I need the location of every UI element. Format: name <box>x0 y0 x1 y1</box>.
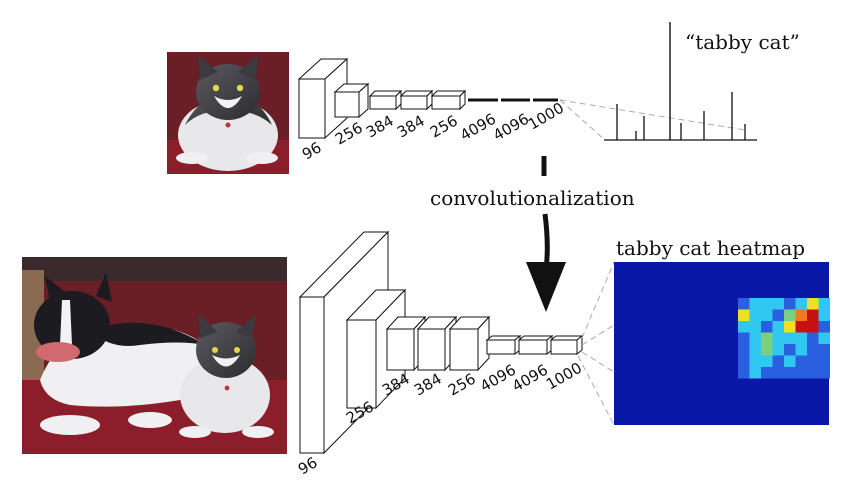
heatmap-cell <box>738 367 750 379</box>
top-layer-label-384b: 384 <box>394 112 428 142</box>
bottom-layer-box-256b <box>448 315 491 372</box>
heatmap-cell <box>772 332 784 344</box>
heatmap-cell <box>795 321 807 333</box>
tabby-cat-heatmap <box>614 262 830 425</box>
heatmap-cell <box>761 344 773 356</box>
heatmap-cell <box>738 321 750 333</box>
bottom-layer-label-1000: 1000 <box>543 359 585 394</box>
heatmap-cell <box>784 344 796 356</box>
heatmap-cell <box>795 367 807 379</box>
heatmap-cell <box>807 309 819 321</box>
bottom-layer-label-96: 96 <box>295 453 321 478</box>
heatmap-cell <box>807 367 819 379</box>
heatmap-cell <box>749 332 761 344</box>
heatmap-cell <box>818 367 830 379</box>
heatmap-cell <box>761 332 773 344</box>
bottom-layer-box-4096b <box>517 334 554 356</box>
heatmap-cell <box>784 321 796 333</box>
heatmap-cell <box>749 355 761 367</box>
top-layer-box-256 <box>333 82 370 119</box>
heatmap-cell <box>795 355 807 367</box>
heatmap-cell <box>818 332 830 344</box>
class-score-histogram <box>604 22 757 141</box>
bottom-layer-box-1000 <box>549 334 584 356</box>
heatmap-cell <box>749 321 761 333</box>
heatmap-cell <box>761 355 773 367</box>
heatmap-cell <box>807 298 819 310</box>
heatmap-cell <box>795 344 807 356</box>
heatmap-cell <box>738 309 750 321</box>
heatmap-cell <box>818 355 830 367</box>
heatmap-cell <box>749 367 761 379</box>
output-label: “tabby cat” <box>685 30 800 54</box>
tabby-cat-photo <box>167 52 289 174</box>
top-layer-label-384a: 384 <box>363 112 397 142</box>
top-layer-label-96: 96 <box>299 138 325 163</box>
heatmap-title: tabby cat heatmap <box>616 236 806 260</box>
heatmap-cell <box>795 298 807 310</box>
dog-and-cat-photo <box>22 257 287 454</box>
top-layer-label-4096b: 4096 <box>490 110 532 145</box>
heatmap-cell <box>795 332 807 344</box>
heatmap-cell <box>772 298 784 310</box>
convolutionalization-arrow <box>526 156 566 312</box>
top-layer-box-384b <box>399 89 434 111</box>
heatmap-cell <box>818 344 830 356</box>
heatmap-cell <box>738 298 750 310</box>
heatmap-cell <box>749 309 761 321</box>
heatmap-cell <box>772 321 784 333</box>
heatmap-cell <box>784 367 796 379</box>
bottom-layer-box-384b <box>416 315 458 372</box>
heatmap-cell <box>784 332 796 344</box>
heatmap-cell <box>738 344 750 356</box>
heatmap-cell <box>807 321 819 333</box>
bottom-network: 96 256 384 384 256 4096 4096 1000 <box>295 230 615 478</box>
top-network: 96 256 384 384 256 4096 4096 1000 <box>297 57 746 163</box>
bottom-layer-box-4096a <box>485 334 522 356</box>
top-layer-label-1000: 1000 <box>525 99 567 134</box>
heatmap-cell <box>772 367 784 379</box>
heatmap-cell <box>761 309 773 321</box>
heatmap-cell <box>818 321 830 333</box>
heatmap-cell <box>807 355 819 367</box>
heatmap-cell <box>738 332 750 344</box>
heatmap-cell <box>749 344 761 356</box>
heatmap-cell <box>738 355 750 367</box>
heatmap-cell <box>818 309 830 321</box>
heatmap-cell <box>784 309 796 321</box>
heatmap-cell <box>749 298 761 310</box>
bottom-layer-label-384b: 384 <box>411 370 445 400</box>
convolutionalization-label: convolutionalization <box>430 186 635 210</box>
heatmap-cell <box>772 309 784 321</box>
heatmap-cell <box>784 298 796 310</box>
heatmap-cell <box>772 355 784 367</box>
heatmap-cell <box>761 298 773 310</box>
heatmap-cell <box>761 321 773 333</box>
heatmap-cell <box>807 344 819 356</box>
heatmap-cell <box>818 298 830 310</box>
heatmap-cell <box>784 355 796 367</box>
top-layer-label-256b: 256 <box>427 112 461 142</box>
bottom-layer-label-256b: 256 <box>445 370 479 400</box>
top-layer-box-384a <box>368 89 403 111</box>
heatmap-cell <box>807 332 819 344</box>
heatmap-cell <box>761 367 773 379</box>
heatmap-cell <box>795 309 807 321</box>
top-layer-box-256b <box>430 89 467 111</box>
heatmap-cell <box>772 344 784 356</box>
